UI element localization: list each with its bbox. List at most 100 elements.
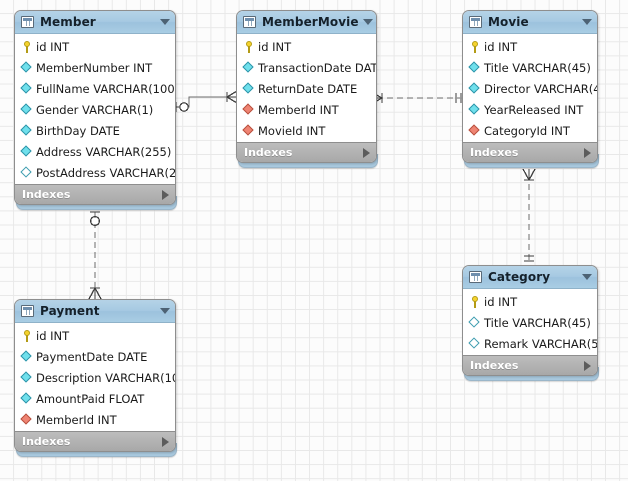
column-label: ReturnDate DATE (258, 81, 358, 96)
indexes-label: Indexes (470, 359, 519, 372)
table-payment-columns: id INT PaymentDate DATE Description VARC… (15, 323, 175, 431)
column-row[interactable]: YearReleased INT (463, 99, 597, 120)
column-label: Director VARCHAR(45) (484, 81, 597, 96)
column-row[interactable]: Address VARCHAR(255) (15, 141, 175, 162)
table-membermovie-indexes-footer[interactable]: Indexes (237, 142, 376, 162)
table-category-header[interactable]: Category (463, 266, 597, 289)
column-label: id INT (36, 39, 70, 54)
column-row[interactable]: Description VARCHAR(100) (15, 367, 175, 388)
column-row[interactable]: Director VARCHAR(45) (463, 78, 597, 99)
column-label: MemberNumber INT (36, 60, 153, 75)
key-icon (469, 295, 481, 308)
indexes-label: Indexes (22, 188, 71, 201)
table-category-indexes-footer[interactable]: Indexes (463, 355, 597, 375)
chevron-down-icon[interactable] (582, 274, 592, 280)
column-row[interactable]: id INT (237, 36, 376, 57)
column-label: YearReleased INT (484, 102, 584, 117)
column-row[interactable]: MemberId INT (237, 99, 376, 120)
relationship-movie-category (522, 168, 536, 263)
column-icon (469, 104, 481, 116)
column-label: MovieId INT (258, 123, 326, 138)
column-label: PaymentDate DATE (36, 349, 148, 364)
table-icon (469, 16, 482, 28)
table-member-header[interactable]: Member (15, 11, 175, 34)
table-membermovie-columns: id INT TransactionDate DATE ReturnDate D… (237, 34, 376, 142)
chevron-down-icon[interactable] (160, 19, 170, 25)
column-label: PostAddress VARCHAR(255) (36, 165, 176, 180)
table-membermovie-title: MemberMovie (262, 15, 359, 29)
column-icon (21, 351, 33, 363)
column-row[interactable]: FullName VARCHAR(100) (15, 78, 175, 99)
chevron-right-icon[interactable] (363, 147, 370, 158)
column-label: BirthDay DATE (36, 123, 120, 138)
table-payment[interactable]: Payment id INT PaymentDate DATE Descript… (14, 299, 177, 457)
table-category-title: Category (488, 270, 551, 284)
key-icon (21, 329, 33, 342)
table-membermovie[interactable]: MemberMovie id INT TransactionDate DATE … (236, 10, 378, 168)
column-row[interactable]: MovieId INT (237, 120, 376, 141)
column-row[interactable]: PaymentDate DATE (15, 346, 175, 367)
chevron-down-icon[interactable] (160, 308, 170, 314)
chevron-right-icon[interactable] (584, 147, 591, 158)
foreign-key-icon (21, 414, 33, 426)
table-payment-header[interactable]: Payment (15, 300, 175, 323)
column-label: id INT (484, 39, 518, 54)
table-membermovie-header[interactable]: MemberMovie (237, 11, 376, 34)
chevron-right-icon[interactable] (162, 436, 169, 447)
column-label: TransactionDate DATE (258, 60, 377, 75)
table-icon (243, 16, 256, 28)
column-icon (21, 62, 33, 74)
column-row[interactable]: Title VARCHAR(45) (463, 312, 597, 333)
chevron-down-icon[interactable] (362, 19, 373, 25)
key-icon (21, 40, 33, 53)
table-member-indexes-footer[interactable]: Indexes (15, 184, 175, 204)
column-label: Address VARCHAR(255) (36, 144, 172, 159)
column-label: CategoryId INT (484, 123, 570, 138)
table-movie-header[interactable]: Movie (463, 11, 597, 34)
column-row[interactable]: BirthDay DATE (15, 120, 175, 141)
column-row[interactable]: PostAddress VARCHAR(255) (15, 162, 175, 183)
column-label: MemberId INT (36, 412, 117, 427)
table-member[interactable]: Member id INT MemberNumber INT FullName … (14, 10, 177, 210)
column-label: FullName VARCHAR(100) (36, 81, 176, 96)
column-nullable-icon (21, 167, 33, 179)
column-row[interactable]: MemberNumber INT (15, 57, 175, 78)
column-row[interactable]: MemberId INT (15, 409, 175, 430)
table-icon (21, 16, 34, 28)
chevron-down-icon[interactable] (582, 19, 592, 25)
column-icon (21, 146, 33, 158)
column-label: id INT (36, 328, 70, 343)
column-row[interactable]: AmountPaid FLOAT (15, 388, 175, 409)
column-icon (21, 393, 33, 405)
column-row[interactable]: id INT (15, 325, 175, 346)
chevron-right-icon[interactable] (162, 189, 169, 200)
table-member-columns: id INT MemberNumber INT FullName VARCHAR… (15, 34, 175, 184)
chevron-right-icon[interactable] (584, 360, 591, 371)
indexes-label: Indexes (244, 146, 293, 159)
column-row[interactable]: CategoryId INT (463, 120, 597, 141)
column-row[interactable]: Remark VARCHAR(500) (463, 333, 597, 354)
column-nullable-icon (469, 338, 481, 350)
table-category[interactable]: Category id INT Title VARCHAR(45) Remark… (462, 265, 599, 381)
column-icon (21, 83, 33, 95)
column-row[interactable]: ReturnDate DATE (237, 78, 376, 99)
table-payment-indexes-footer[interactable]: Indexes (15, 431, 175, 451)
foreign-key-icon (243, 104, 255, 116)
column-icon (243, 62, 255, 74)
column-row[interactable]: TransactionDate DATE (237, 57, 376, 78)
table-movie-indexes-footer[interactable]: Indexes (463, 142, 597, 162)
table-movie[interactable]: Movie id INT Title VARCHAR(45) Director … (462, 10, 599, 168)
table-movie-columns: id INT Title VARCHAR(45) Director VARCHA… (463, 34, 597, 142)
column-row[interactable]: id INT (15, 36, 175, 57)
column-row[interactable]: Gender VARCHAR(1) (15, 99, 175, 120)
column-icon (469, 83, 481, 95)
column-row[interactable]: id INT (463, 36, 597, 57)
relationship-member-membermovie (175, 90, 238, 112)
table-member-title: Member (40, 15, 96, 29)
column-row[interactable]: id INT (463, 291, 597, 312)
column-row[interactable]: Title VARCHAR(45) (463, 57, 597, 78)
table-category-columns: id INT Title VARCHAR(45) Remark VARCHAR(… (463, 289, 597, 355)
column-icon (469, 62, 481, 74)
column-label: Title VARCHAR(45) (484, 60, 591, 75)
